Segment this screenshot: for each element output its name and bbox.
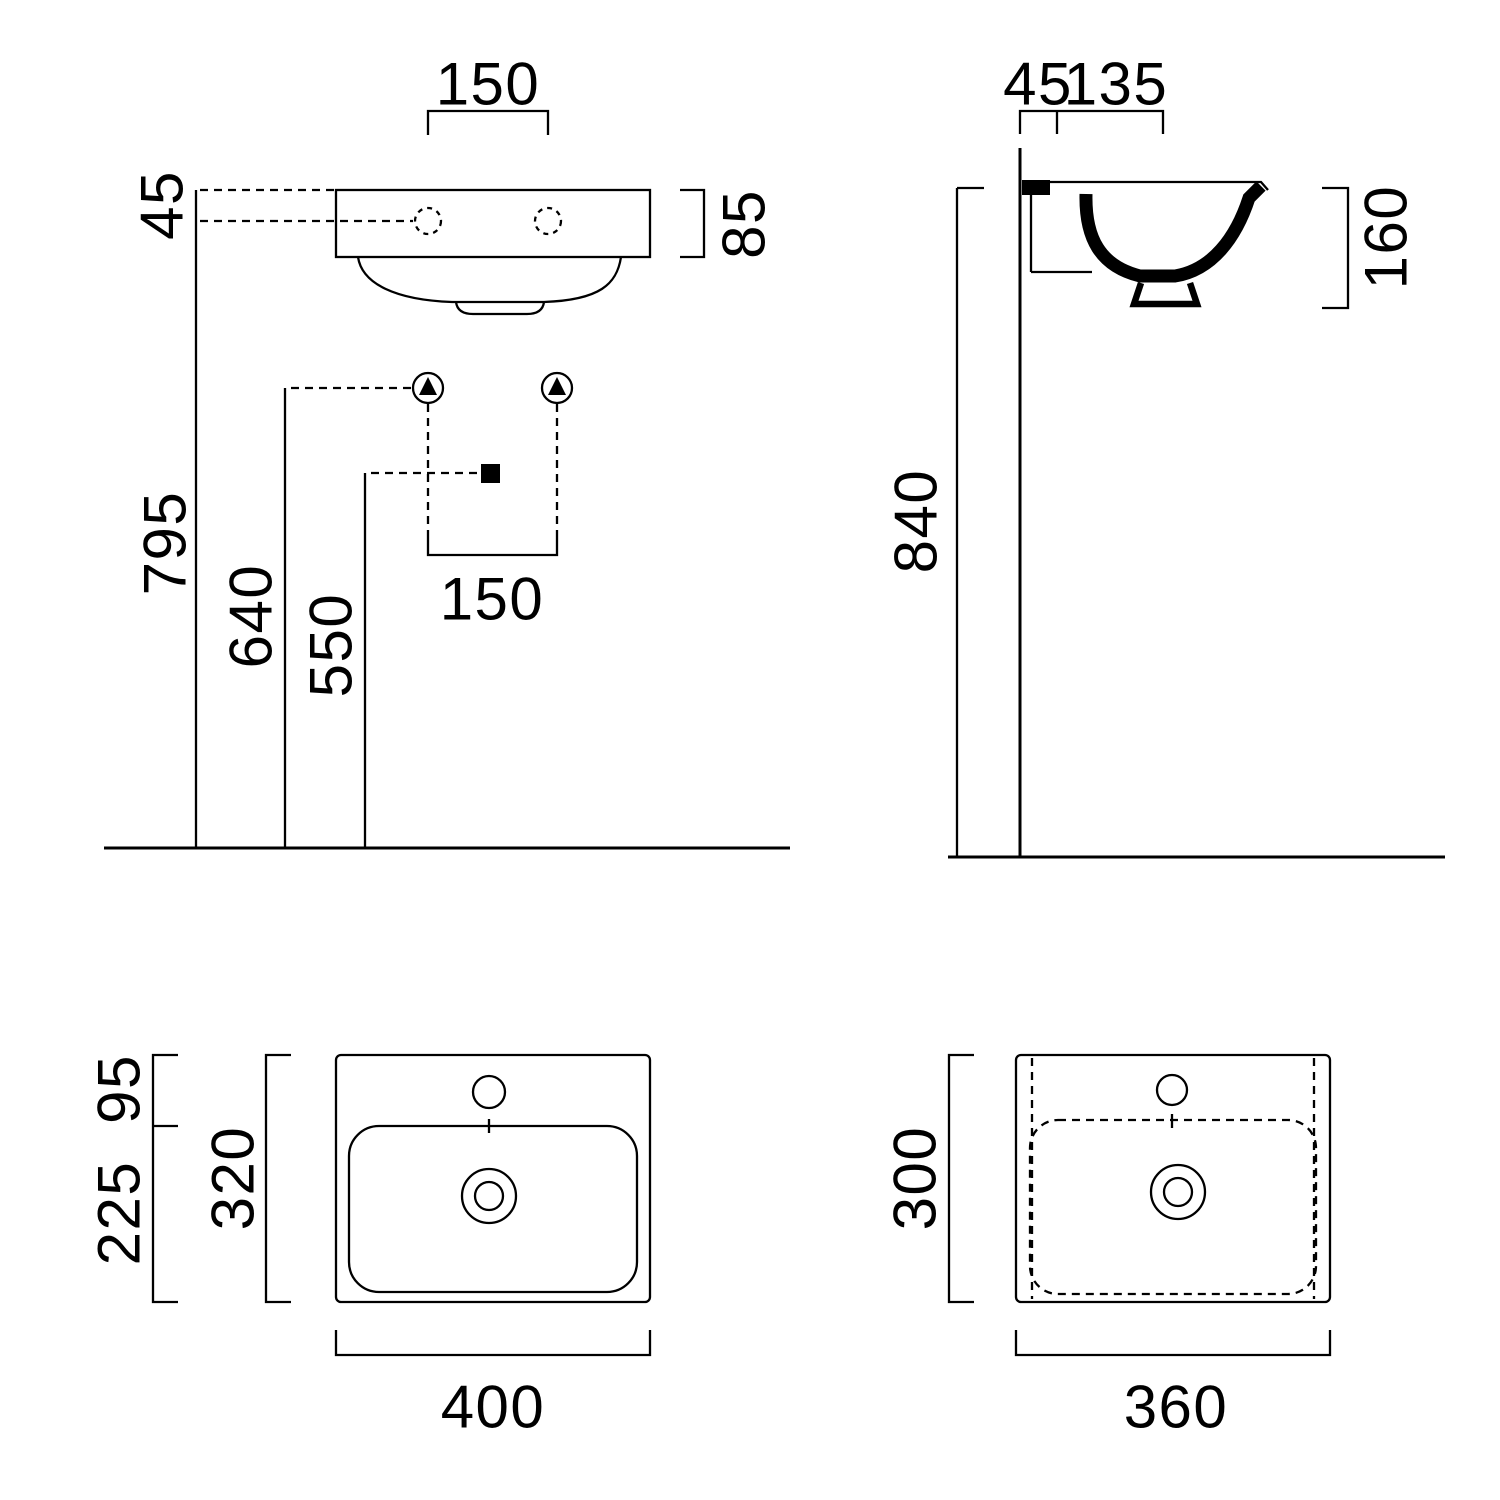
water-supply-symbol-right xyxy=(540,371,574,405)
dim-label-front-height: 85 xyxy=(711,189,778,259)
dim-line-mounting-height xyxy=(955,186,984,857)
dim-label-rim-to-tap: 45 xyxy=(129,170,196,240)
supply-triangle-icon xyxy=(548,377,566,395)
supply-triangle-icon xyxy=(419,377,437,395)
basin-hidden-360 xyxy=(1028,1118,1318,1296)
side-section-view: 45 135 840 160 xyxy=(883,51,1445,859)
dim-bracket-front-height xyxy=(680,188,706,259)
dim-label-depth-360: 300 xyxy=(882,1126,949,1231)
water-supply-symbol-left xyxy=(411,371,445,405)
dim-label-tap-spacing-top: 150 xyxy=(436,51,541,118)
plan-view-400: 95 225 320 400 xyxy=(86,1053,652,1441)
dim-bracket-top-offsets xyxy=(1018,109,1165,134)
dim-label-supply-spacing: 150 xyxy=(440,566,545,633)
rim-outline-360 xyxy=(1014,1053,1332,1304)
dim-label-wall-offset: 45 xyxy=(1003,51,1073,118)
front-elevation-view: 150 45 795 640 550 85 150 xyxy=(104,51,790,850)
dim-label-tap-to-front: 135 xyxy=(1064,51,1169,118)
dim-label-deck-depth: 95 xyxy=(86,1054,153,1124)
sink-cross-section xyxy=(1022,180,1269,308)
basin-front-curve xyxy=(356,256,623,304)
waste-outlet-symbol xyxy=(481,464,500,483)
drain-boss-section xyxy=(1129,281,1202,308)
rim-outline-400 xyxy=(334,1053,652,1304)
dim-label-waste-height: 550 xyxy=(298,593,365,698)
dim-bracket-depth-360 xyxy=(947,1053,974,1304)
dim-label-basin-depth: 225 xyxy=(86,1161,153,1266)
basin-section-wall xyxy=(1079,181,1266,283)
dim-bracket-basin-height xyxy=(1322,186,1350,310)
faucet-hole-400 xyxy=(471,1074,507,1110)
basin-outline-400 xyxy=(347,1124,639,1294)
drain-inner-360 xyxy=(1162,1176,1194,1208)
dim-bracket-depth-sections xyxy=(151,1053,178,1304)
plan-view-360: 300 360 xyxy=(882,1053,1332,1441)
dim-label-basin-height: 160 xyxy=(1353,185,1420,290)
dim-bracket-total-depth-400 xyxy=(264,1053,291,1304)
dim-bracket-width-360 xyxy=(1014,1330,1332,1357)
dim-label-total-depth-400: 320 xyxy=(200,1126,267,1231)
dim-bracket-tap-spacing-top xyxy=(426,109,550,135)
drain-outer-400 xyxy=(460,1167,518,1225)
dim-bracket-width-400 xyxy=(334,1330,652,1357)
underside-lines xyxy=(1029,195,1092,274)
dim-label-supply-height: 640 xyxy=(218,564,285,669)
supply-circle-icon xyxy=(411,371,445,405)
deck-top-line xyxy=(1050,180,1269,191)
sink-front-outline xyxy=(334,188,652,259)
tap-hole-left-icon xyxy=(413,206,443,236)
faucet-hole-360 xyxy=(1155,1073,1189,1107)
drain-outer-360 xyxy=(1149,1163,1207,1221)
overflow-front-outline xyxy=(454,301,546,316)
dim-label-tap-height: 795 xyxy=(132,491,199,596)
dim-label-width-360: 360 xyxy=(1124,1374,1229,1441)
dim-bracket-supply-spacing xyxy=(426,530,559,557)
supply-circle-icon xyxy=(540,371,574,405)
drain-inner-400 xyxy=(473,1180,505,1212)
rim-section-left xyxy=(1022,180,1050,195)
tap-hole-right-icon xyxy=(533,206,563,236)
dim-label-width-400: 400 xyxy=(441,1374,546,1441)
dim-label-mounting-height: 840 xyxy=(883,469,950,574)
